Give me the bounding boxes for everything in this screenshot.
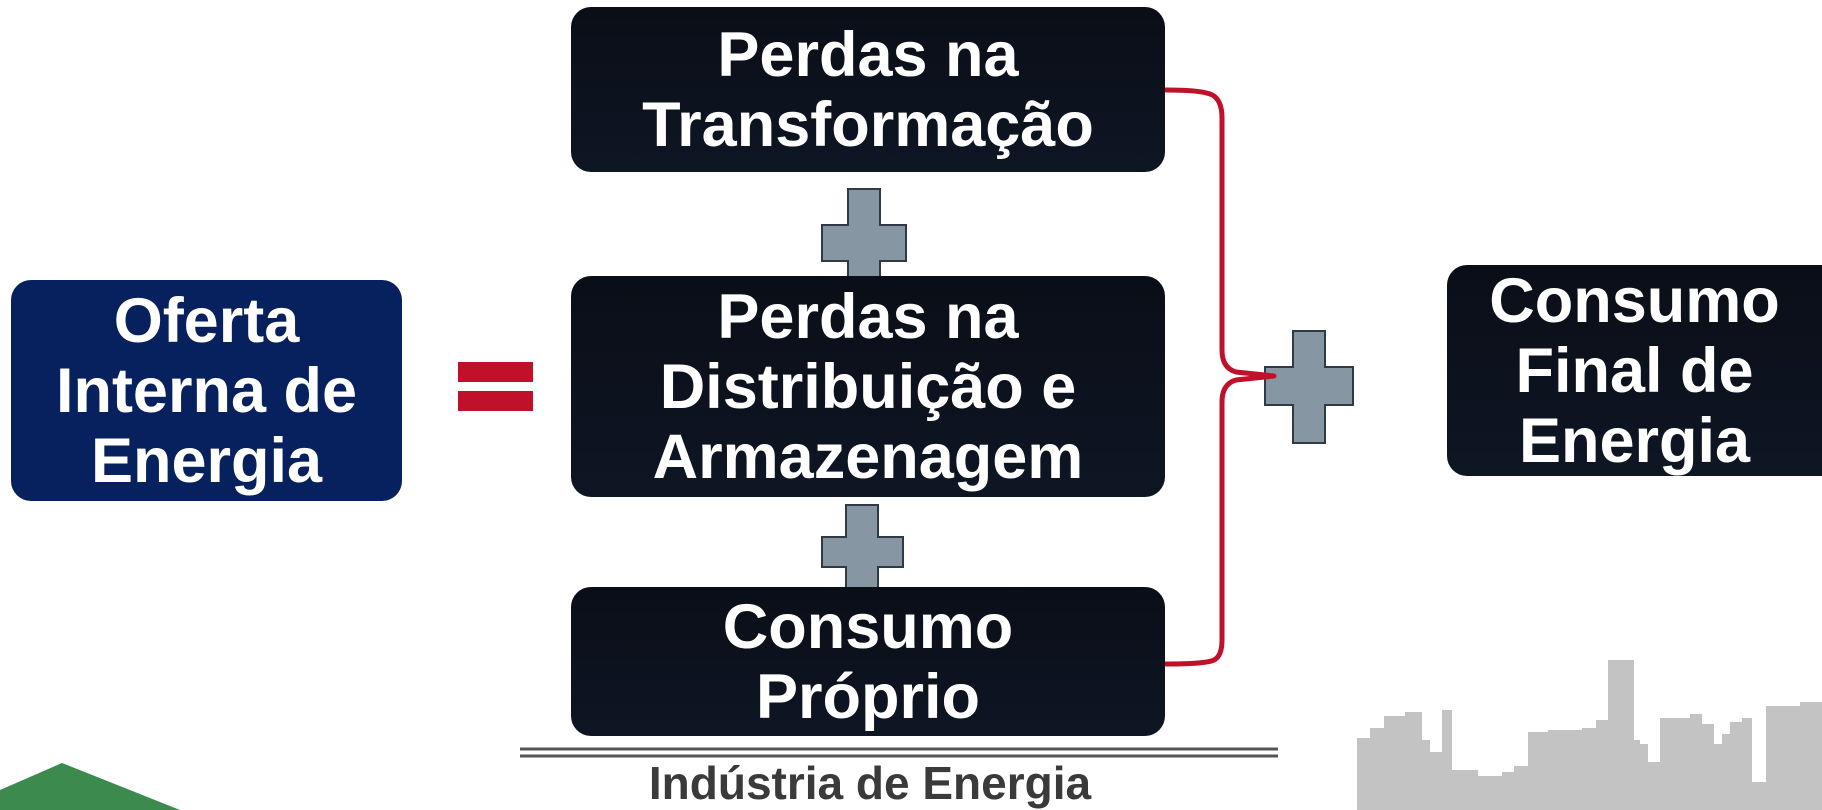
oferta-interna-box: Oferta Interna de Energia <box>11 280 402 501</box>
grouping-bracket <box>1163 87 1277 667</box>
perdas-distribuicao-label: Perdas na Distribuição e Armazenagem <box>652 281 1084 492</box>
industry-divider <box>520 747 1278 758</box>
equals-sign <box>458 362 533 411</box>
consumo-final-box: Consumo Final de Energia <box>1447 265 1822 476</box>
green-hill-shape <box>0 763 180 810</box>
perdas-transformacao-box: Perdas na Transformação <box>571 7 1165 172</box>
consumo-proprio-label: Consumo Próprio <box>722 591 1014 732</box>
oferta-interna-label: Oferta Interna de Energia <box>55 285 358 496</box>
perdas-transformacao-label: Perdas na Transformação <box>642 19 1094 160</box>
consumo-proprio-box: Consumo Próprio <box>571 587 1165 736</box>
plus-icon-right-shape <box>1264 330 1354 444</box>
consumo-final-label: Consumo Final de Energia <box>1489 265 1780 476</box>
perdas-distribuicao-box: Perdas na Distribuição e Armazenagem <box>571 276 1165 497</box>
city-skyline-shape <box>1357 660 1822 810</box>
industria-energia-label: Indústria de Energia <box>648 757 1092 809</box>
